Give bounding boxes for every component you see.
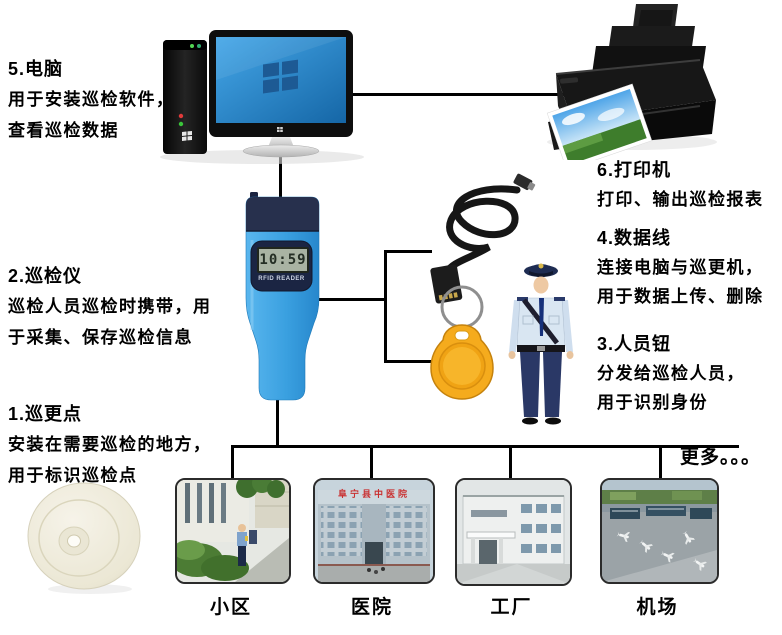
line-drop-airport (659, 445, 662, 478)
guard-tie (539, 298, 544, 336)
cable-cord (443, 185, 521, 276)
data-cable-annotation-line2: 用于数据上传、删除 (597, 287, 764, 306)
line-monitor-to-device (279, 152, 282, 198)
line-bottom-horizontal (231, 445, 739, 448)
security-guard-graphic (508, 263, 574, 425)
pc-tower (163, 40, 207, 154)
printer-annotation-title: 6.打印机 (597, 160, 672, 180)
personnel-button-annotation-line2: 用于识别身份 (597, 393, 708, 412)
keyfob-hole (454, 330, 470, 341)
line-bracket-to-keyfob (384, 360, 437, 363)
photo-hospital: 阜宁县中医院 (313, 478, 435, 584)
monitor (209, 30, 353, 158)
printer-graphic (546, 4, 717, 160)
monitor-base (242, 144, 320, 158)
patrol-device-annotation-line2: 于采集、保存巡检信息 (8, 328, 193, 347)
computer-annotation-title: 5.电脑 (8, 59, 64, 79)
line-monitor-to-printer (352, 93, 568, 96)
label-airport: 机场 (636, 597, 679, 618)
patrol-point-disc-graphic (27, 482, 141, 594)
line-drop-factory (509, 445, 512, 478)
label-hospital: 医院 (350, 597, 393, 618)
line-bracket-vertical (384, 250, 387, 363)
keyfob-ring (440, 285, 484, 329)
computer-annotation-line2: 查看巡检数据 (8, 121, 119, 140)
patrol-device-annotation-line1: 巡检人员巡检时携带，用 (8, 297, 212, 316)
photo-factory (455, 478, 572, 586)
bezel-logo-icon (277, 127, 283, 132)
screen-windows-logo-icon (263, 59, 298, 94)
data-cable-annotation-title: 4.数据线 (597, 228, 672, 248)
data-cable-graphic (430, 173, 536, 304)
disc-ring (38, 499, 120, 577)
personnel-button-annotation-title: 3.人员钮 (597, 334, 672, 354)
patrol-point-annotation-title: 1.巡更点 (8, 404, 83, 424)
device-lcd-display: 10:59 (257, 247, 309, 273)
printer-annotation-line1: 打印、输出巡检报表 (597, 190, 764, 209)
patrol-device-annotation-title: 2.巡检仪 (8, 266, 83, 286)
guard-cap (524, 263, 558, 277)
patrol-device-graphic (245, 192, 320, 401)
line-bracket-to-cable (384, 250, 432, 253)
hospital-sign-text: 阜宁县中医院 (337, 489, 410, 499)
photo-airport (600, 478, 719, 584)
label-residential: 小区 (209, 597, 252, 618)
line-drop-residential (231, 445, 234, 478)
photo-residential (175, 478, 291, 584)
data-cable-annotation-line1: 连接电脑与巡更机， (597, 258, 764, 277)
device-top-cap (246, 197, 319, 231)
guard-torso (508, 297, 574, 359)
patrol-point-annotation-line1: 安装在需要巡检的地方， (8, 435, 212, 454)
guard-face (533, 276, 549, 294)
device-reader-label: RFID READER (258, 276, 305, 282)
desktop-computer-graphic (160, 30, 364, 164)
personnel-keyfob-graphic (430, 285, 494, 400)
guard-legs (520, 352, 562, 425)
disc-hole (67, 534, 81, 548)
line-device-to-bottom (276, 400, 279, 447)
patrol-point-annotation-line2: 用于标识巡检点 (8, 466, 138, 485)
printed-photo (546, 83, 653, 160)
tower-windows-logo-icon (182, 130, 192, 141)
computer-annotation-line1: 用于安装巡检软件， (8, 90, 175, 109)
personnel-button-annotation-line1: 分发给巡检人员， (597, 364, 745, 383)
label-factory: 工厂 (490, 597, 533, 618)
line-device-to-bracket (319, 298, 386, 301)
cable-usb-plug (513, 173, 536, 191)
more-locations-label: 更多。。。 (680, 447, 762, 468)
photo-guard-figure (237, 524, 257, 566)
line-drop-hospital (370, 445, 373, 478)
